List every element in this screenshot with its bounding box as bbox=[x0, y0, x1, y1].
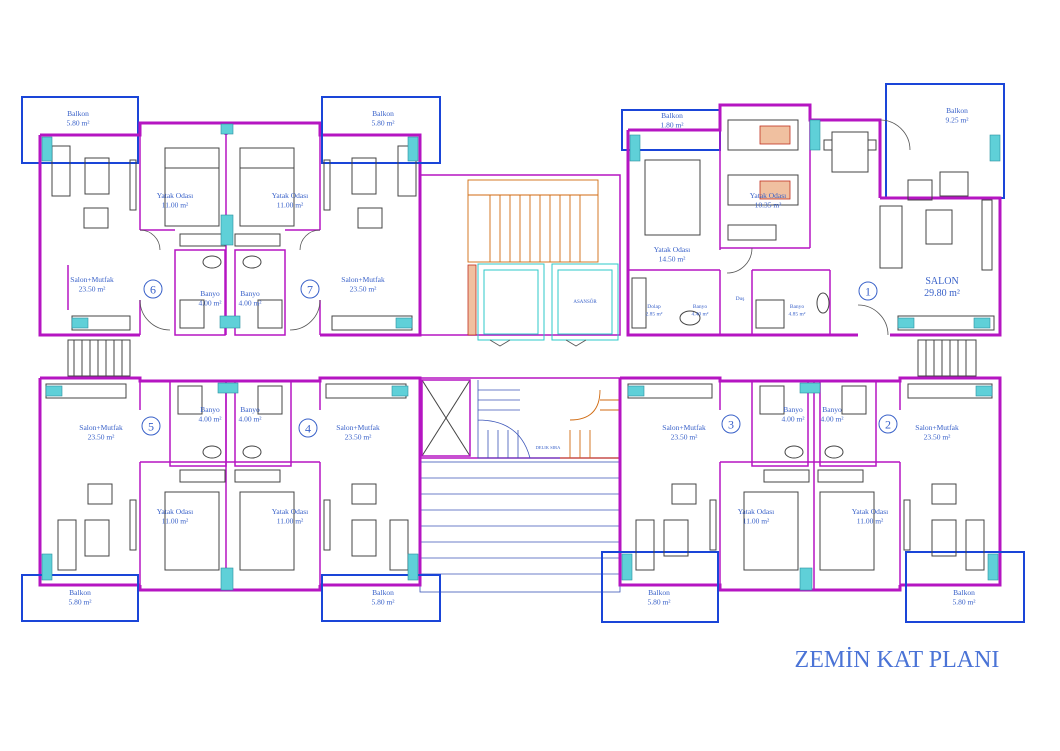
unit-circle-4 bbox=[298, 418, 318, 438]
room-area-banyo-7: 4.00 m² bbox=[238, 299, 262, 308]
room-name-salon-5: Salon+Mutfak bbox=[79, 423, 123, 432]
room-area-yatak-5: 11.00 m² bbox=[162, 517, 189, 526]
room-area-banyo-5: 4.00 m² bbox=[198, 415, 222, 424]
room-name-yatak-7: Yatak Odası bbox=[272, 191, 309, 200]
room-area-yatak-2: 11.00 m² bbox=[857, 517, 884, 526]
unit-number-1: 1 bbox=[865, 285, 871, 299]
room-area-dolap: 2.85 m² bbox=[646, 312, 663, 318]
center-top-stairs: ASANSÖR bbox=[419, 174, 621, 347]
unit-circle-3 bbox=[721, 414, 741, 434]
room-name-yatak-4: Yatak Odası bbox=[272, 507, 309, 516]
room-name-yatak-5: Yatak Odası bbox=[157, 507, 194, 516]
elevator-label: ASANSÖR bbox=[573, 299, 597, 305]
room-area-yatak-1a: 10.35 m² bbox=[755, 201, 783, 210]
room-area-salon-2: 23.50 m² bbox=[924, 433, 952, 442]
room-name-balkon-3: Balkon bbox=[648, 588, 670, 597]
room-name-balkon-7-top: Balkon bbox=[372, 109, 394, 118]
unit-number-7: 7 bbox=[307, 283, 313, 297]
unit-number-6: 6 bbox=[150, 283, 156, 297]
room-name-dolap: Dolap bbox=[647, 304, 661, 310]
unit-number-5: 5 bbox=[148, 420, 154, 434]
room-area-banyo-1a: 4.40 m² bbox=[692, 312, 709, 318]
room-name-banyo-5: Banyo bbox=[200, 405, 220, 414]
room-area-balkon-7-top: 5.80 m² bbox=[371, 119, 395, 128]
room-name-yatak-2: Yatak Odası bbox=[852, 507, 889, 516]
room-area-banyo-2: 4.00 m² bbox=[820, 415, 844, 424]
room-name-salon-4: Salon+Mutfak bbox=[336, 423, 380, 432]
room-area-salon-5: 23.50 m² bbox=[88, 433, 116, 442]
room-area-salon-3: 23.50 m² bbox=[671, 433, 699, 442]
unit-number-3: 3 bbox=[728, 418, 734, 432]
room-area-balkon-4: 5.80 m² bbox=[371, 598, 395, 607]
room-area-yatak-7: 11.00 m² bbox=[277, 201, 304, 210]
room-area-banyo-3: 4.00 m² bbox=[781, 415, 805, 424]
room-name-salon-3: Salon+Mutfak bbox=[662, 423, 706, 432]
room-name-banyo-4: Banyo bbox=[240, 405, 260, 414]
room-name-yatak-1a: Yatak Odası bbox=[750, 191, 787, 200]
unit-circle-5 bbox=[141, 416, 161, 436]
room-area-banyo-1b: 4.85 m² bbox=[789, 312, 806, 318]
room-area-banyo-6: 4.00 m² bbox=[198, 299, 222, 308]
room-area-banyo-4: 4.00 m² bbox=[238, 415, 262, 424]
room-area-yatak-4: 11.00 m² bbox=[277, 517, 304, 526]
room-name-banyo-2: Banyo bbox=[822, 405, 842, 414]
room-name-yatak-6: Yatak Odası bbox=[157, 191, 194, 200]
room-name-banyo-1b: Banyo bbox=[790, 304, 805, 310]
room-name-banyo-7: Banyo bbox=[240, 289, 260, 298]
room-area-balkon-2: 5.80 m² bbox=[952, 598, 976, 607]
corridor-left bbox=[67, 339, 131, 377]
room-name-balkon-1-large: Balkon bbox=[946, 106, 968, 115]
top-left-block bbox=[21, 96, 441, 337]
room-area-salon-6: 23.50 m² bbox=[79, 285, 107, 294]
room-name-balkon-1-small: Balkon bbox=[661, 111, 683, 120]
room-area-salon-4: 23.50 m² bbox=[345, 433, 373, 442]
room-name-balkon-5: Balkon bbox=[69, 588, 91, 597]
room-area-yatak-1b: 14.50 m² bbox=[659, 255, 687, 264]
unit-circle-1 bbox=[858, 281, 878, 301]
room-area-balkon-5: 5.80 m² bbox=[68, 598, 92, 607]
unit-number-4: 4 bbox=[305, 422, 311, 436]
room-area-balkon-3: 5.80 m² bbox=[647, 598, 671, 607]
plan-title: ZEMİN KAT PLANI bbox=[795, 647, 1000, 673]
room-name-salon-1: SALON bbox=[925, 276, 958, 287]
room-name-yatak-1b: Yatak Odası bbox=[654, 245, 691, 254]
room-area-balkon-6-top: 5.80 m² bbox=[66, 119, 90, 128]
unit-number-2: 2 bbox=[885, 418, 891, 432]
room-name-salon-6: Salon+Mutfak bbox=[70, 275, 114, 284]
room-area-yatak-6: 11.00 m² bbox=[162, 201, 189, 210]
unit-circle-7 bbox=[300, 279, 320, 299]
room-area-salon-7: 23.50 m² bbox=[350, 285, 378, 294]
room-area-yatak-3: 11.00 m² bbox=[743, 517, 770, 526]
center-bottom-stairs: DELIK SIRA bbox=[419, 377, 621, 593]
unit-circle-2 bbox=[878, 414, 898, 434]
corridor-right bbox=[917, 339, 977, 377]
stair-label: DELIK SIRA bbox=[536, 445, 562, 450]
room-name-duş: Duş bbox=[736, 296, 745, 302]
room-name-balkon-2: Balkon bbox=[953, 588, 975, 597]
room-name-salon-7: Salon+Mutfak bbox=[341, 275, 385, 284]
unit-markers: 6 7 1 5 4 3 2 bbox=[141, 279, 898, 438]
room-name-banyo-1a: Banyo bbox=[693, 304, 708, 310]
room-area-salon-1: 29.80 m² bbox=[924, 288, 960, 299]
room-name-balkon-4: Balkon bbox=[372, 588, 394, 597]
bottom-left-block bbox=[21, 376, 441, 622]
room-name-yatak-3: Yatak Odası bbox=[738, 507, 775, 516]
room-name-banyo-6: Banyo bbox=[200, 289, 220, 298]
room-name-salon-2: Salon+Mutfak bbox=[915, 423, 959, 432]
room-name-banyo-3: Banyo bbox=[783, 405, 803, 414]
room-area-balkon-1-small: 1.80 m² bbox=[660, 121, 684, 130]
unit-circle-6 bbox=[143, 279, 163, 299]
top-right-block bbox=[621, 83, 1005, 337]
bottom-right-block bbox=[601, 376, 1025, 623]
room-area-balkon-1-large: 9.25 m² bbox=[945, 116, 969, 125]
room-name-balkon-6-top: Balkon bbox=[67, 109, 89, 118]
